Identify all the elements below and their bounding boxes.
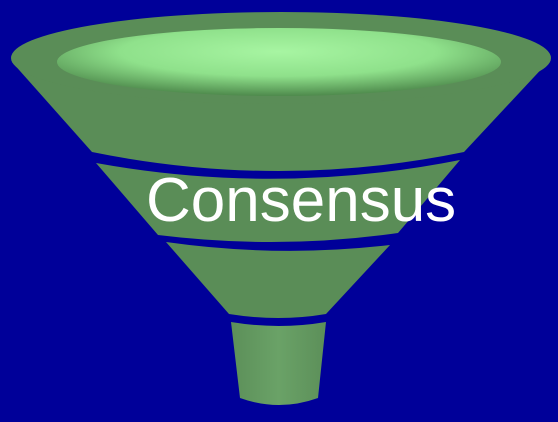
funnel-rim-inner xyxy=(57,28,501,96)
funnel-label: Consensus xyxy=(146,170,456,232)
funnel-section-3 xyxy=(166,242,390,318)
funnel-spout xyxy=(231,322,326,405)
